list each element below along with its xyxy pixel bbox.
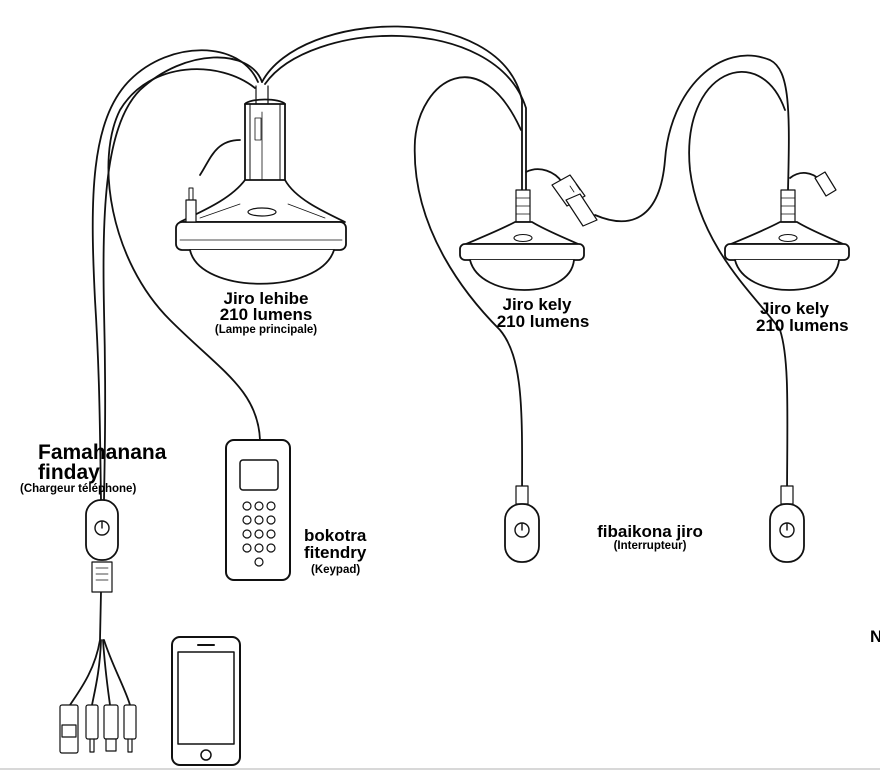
phone-charger-title-2: finday xyxy=(38,461,100,484)
main-lamp-lumens: 210 lumens xyxy=(219,305,313,324)
cable-splitter-4 xyxy=(103,639,131,706)
keypad-note: (Keypad) xyxy=(311,564,361,576)
cable-to-charger-2 xyxy=(102,56,263,501)
main-lamp-base xyxy=(175,221,347,251)
switch-2 xyxy=(769,485,805,563)
cable-splitter-1 xyxy=(69,591,102,706)
switch-note: (Interrupteur) xyxy=(613,540,687,552)
small-lamp-2 xyxy=(724,171,850,291)
cable-to-small-lamp-1b xyxy=(264,35,527,191)
keypad-buttons xyxy=(242,501,276,567)
small-lamp-1-lumens: 210 lumens xyxy=(496,312,590,331)
main-lamp-collar xyxy=(179,179,346,223)
phone-charger-device xyxy=(59,499,137,754)
main-lamp-note: (Lampe principale) xyxy=(214,324,318,336)
small-lamp-1 xyxy=(459,174,598,291)
cable-switch-2 xyxy=(688,71,789,506)
cable-side-plug xyxy=(199,139,241,176)
switch-1 xyxy=(504,485,540,563)
cable-to-charger xyxy=(91,49,259,501)
bottom-divider xyxy=(0,768,880,770)
connector-plug-2 xyxy=(814,171,837,197)
main-lamp-handle xyxy=(244,103,286,191)
main-lamp xyxy=(175,85,347,285)
keypad-device xyxy=(225,439,291,581)
cable-to-keypad xyxy=(107,68,261,441)
edge-fragment-text: N xyxy=(870,627,880,646)
main-lamp-name: Jiro lehibe xyxy=(223,289,309,308)
cable-splitter-2 xyxy=(91,639,102,706)
charger-connector-tips xyxy=(59,704,137,754)
small-lamp-2-name: Jiro kely xyxy=(760,299,829,318)
smartphone xyxy=(171,636,241,766)
cable-bundle xyxy=(69,25,821,706)
keypad-title-2: fitendry xyxy=(304,543,367,562)
cable-to-small-lamp-1 xyxy=(261,25,523,191)
cable-switch-1 xyxy=(413,76,524,511)
cable-connector-chain xyxy=(525,168,563,183)
main-lamp-dome xyxy=(189,249,335,285)
phone-charger-title-1: Famahanana xyxy=(38,441,167,464)
cable-link-lamps xyxy=(594,54,790,223)
keypad-title-1: bokotra xyxy=(304,526,367,545)
cable-splitter-3 xyxy=(102,639,111,706)
switch-name: fibaikona jiro xyxy=(597,522,703,541)
small-lamp-1-name: Jiro kely xyxy=(502,295,572,314)
phone-charger-note: (Chargeur téléphone) xyxy=(20,483,137,495)
small-lamp-2-lumens: 210 lumens xyxy=(756,316,849,335)
